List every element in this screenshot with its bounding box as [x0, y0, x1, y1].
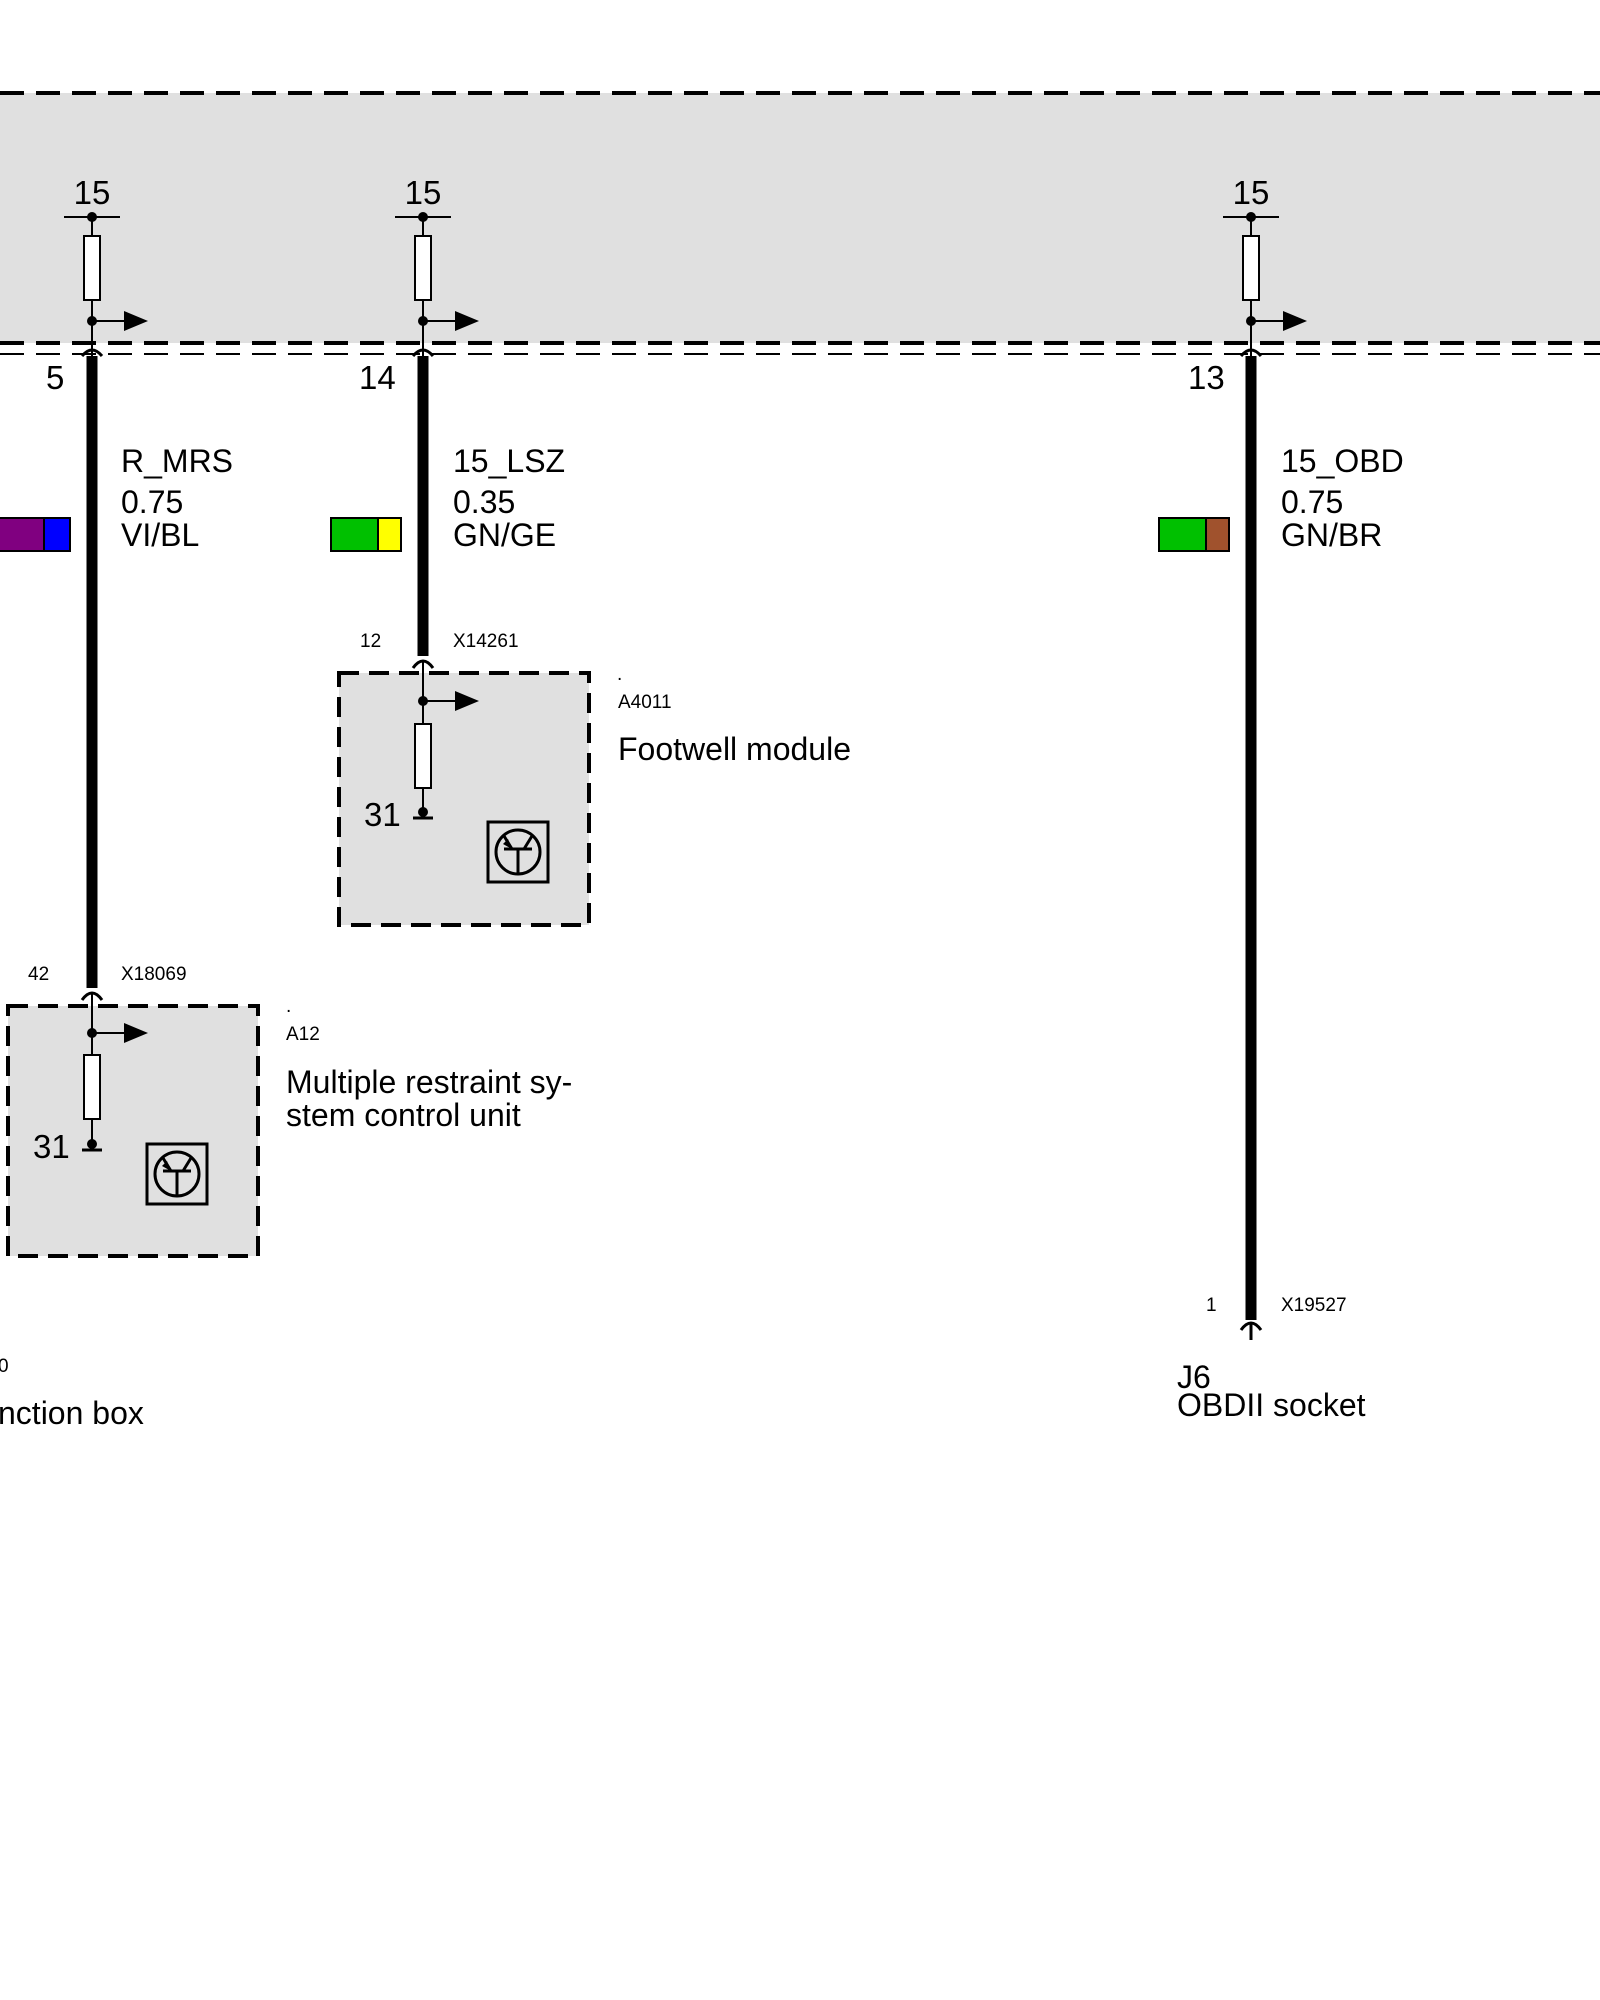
supply-label: 15: [405, 174, 442, 211]
wire-gauge: 0.75: [1281, 484, 1343, 520]
component-id: J6: [1177, 1359, 1211, 1395]
connector-pin: 12: [360, 631, 381, 652]
output-channel-3: 15 13: [1188, 174, 1307, 396]
wire-signal: 15_LSZ: [453, 443, 565, 479]
component-name-line-2: stem control unit: [286, 1097, 521, 1133]
wire-gauge: 0.35: [453, 484, 515, 520]
output-arrow-icon: [455, 311, 479, 331]
resistor-symbol: [414, 723, 432, 789]
wire-color-swatch-2: [1205, 517, 1230, 552]
resistor-symbol: [83, 235, 101, 301]
resistor-symbol: [83, 1054, 101, 1120]
wire-color-code: GN/BR: [1281, 517, 1382, 553]
wire-label-15-lsz: 15_LSZ 0.35 GN/GE: [330, 443, 565, 553]
obd-socket: 1 X19527 J6 OBDII socket: [1177, 1295, 1366, 1423]
wire-label-15-obd: 15_OBD 0.75 GN/BR: [1158, 443, 1404, 553]
resistor-symbol: [414, 235, 432, 301]
component-dot: .: [286, 996, 291, 1017]
supply-label: 15: [1233, 174, 1270, 211]
ground-node: [418, 807, 428, 817]
input-arrow-icon: [124, 1023, 148, 1043]
connector-pin: 42: [28, 964, 49, 985]
connector-pin: 1: [1206, 1295, 1217, 1316]
resistor-symbol: [1242, 235, 1260, 301]
wire-color-code: VI/BL: [121, 517, 199, 553]
component-id: A12: [286, 1024, 320, 1045]
wire-color-swatch-1: [330, 517, 379, 552]
wire-color-code: GN/GE: [453, 517, 556, 553]
pin-label: 5: [46, 359, 64, 396]
component-dot: .: [617, 664, 622, 685]
connector-id: X14261: [453, 631, 519, 652]
wire-color-swatch-2: [377, 517, 402, 552]
output-arrow-icon: [1283, 311, 1307, 331]
component-id: A4011: [618, 692, 672, 713]
ground-node: [87, 1139, 97, 1149]
pin-connector-icon: [80, 348, 104, 358]
ground-label: 31: [364, 796, 401, 833]
ground-label: 31: [33, 1128, 70, 1165]
output-channel-1: 15 5: [46, 174, 148, 396]
connector-id: X18069: [121, 964, 187, 985]
component-name-line-1: Multiple restraint sy-: [286, 1064, 572, 1100]
input-arrow-icon: [455, 691, 479, 711]
transistor-icon: [145, 1142, 209, 1206]
wire-color-swatch-1: [1158, 517, 1207, 552]
wire-label-r-mrs: R_MRS 0.75 VI/BL: [0, 443, 233, 553]
transistor-icon: [486, 820, 550, 884]
junction-box-partial: 0 nction box: [0, 1356, 144, 1431]
wire-signal: 15_OBD: [1281, 443, 1404, 479]
wire-color-swatch-1: [0, 517, 45, 552]
component-name: OBDII socket: [1177, 1387, 1366, 1423]
mrs-control-unit: 42 X18069 31 . A12 Multiple restraint sy…: [6, 964, 572, 1258]
supply-label: 15: [74, 174, 111, 211]
footwell-module: 12 X14261 31 . A4011 Footwell module: [337, 631, 851, 927]
component-name: Footwell module: [618, 731, 851, 767]
output-arrow-icon: [124, 311, 148, 331]
module-box: [6, 1004, 260, 1258]
pin-connector-icon: [1239, 348, 1263, 358]
pin-label: 13: [1188, 359, 1225, 396]
top-module-fill: [0, 93, 1600, 343]
wire-color-swatch-2: [43, 517, 71, 552]
pin-connector-icon: [411, 348, 435, 358]
connector-pin-partial: 0: [0, 1356, 9, 1377]
component-name-partial: nction box: [0, 1395, 144, 1431]
connector-id: X19527: [1281, 1295, 1347, 1316]
output-channel-2: 15 14: [359, 174, 479, 396]
top-module: [0, 91, 1600, 355]
wire-signal: R_MRS: [121, 443, 233, 479]
pin-label: 14: [359, 359, 396, 396]
wire-gauge: 0.75: [121, 484, 183, 520]
